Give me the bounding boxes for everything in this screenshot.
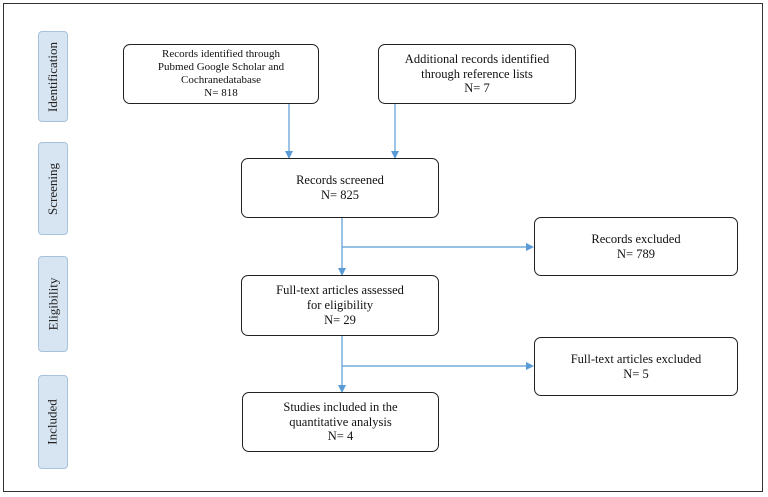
studies-included-box: Studies included in the quantitative ana… bbox=[242, 392, 439, 452]
fulltext-assessed-box: Full-text articles assessed for eligibil… bbox=[241, 275, 439, 336]
fulltext-excluded-box: Full-text articles excluded N= 5 bbox=[534, 337, 738, 396]
records-identified-count: N= 818 bbox=[204, 86, 238, 99]
studies-included-line-1: Studies included in the bbox=[283, 399, 398, 414]
records-screened-box: Records screened N= 825 bbox=[241, 158, 439, 218]
additional-records-line-2: through reference lists bbox=[421, 66, 533, 81]
fulltext-excluded-label: Full-text articles excluded bbox=[570, 351, 702, 366]
records-identified-box: Records identified through Pubmed Google… bbox=[123, 44, 319, 104]
records-identified-line-2: Pubmed Google Scholar and bbox=[157, 61, 285, 74]
records-screened-label: Records screened bbox=[296, 173, 384, 188]
stage-identification: Identification bbox=[38, 31, 68, 122]
studies-included-count: N= 4 bbox=[327, 429, 354, 444]
fulltext-assessed-count: N= 29 bbox=[324, 312, 356, 327]
records-identified-line-3: Cochranedatabase bbox=[180, 74, 261, 86]
stage-included: Included bbox=[38, 375, 68, 469]
fulltext-assessed-line-2: for eligibility bbox=[306, 298, 374, 313]
diagram-frame bbox=[3, 3, 763, 492]
records-identified-line-1: Records identified through bbox=[162, 48, 280, 61]
stage-eligibility: Eligibility bbox=[38, 256, 68, 352]
records-excluded-box: Records excluded N= 789 bbox=[534, 217, 738, 276]
additional-records-count: N= 7 bbox=[464, 81, 490, 96]
studies-included-line-2: quantitative analysis bbox=[289, 414, 392, 429]
records-excluded-count: N= 789 bbox=[617, 246, 655, 261]
stage-screening: Screening bbox=[38, 142, 68, 235]
additional-records-box: Additional records identified through re… bbox=[378, 44, 576, 104]
records-screened-count: N= 825 bbox=[321, 188, 359, 202]
fulltext-excluded-count: N= 5 bbox=[623, 366, 649, 381]
records-excluded-label: Records excluded bbox=[591, 231, 681, 246]
fulltext-assessed-line-1: Full-text articles assessed bbox=[276, 283, 404, 298]
additional-records-line-1: Additional records identified bbox=[404, 51, 550, 66]
